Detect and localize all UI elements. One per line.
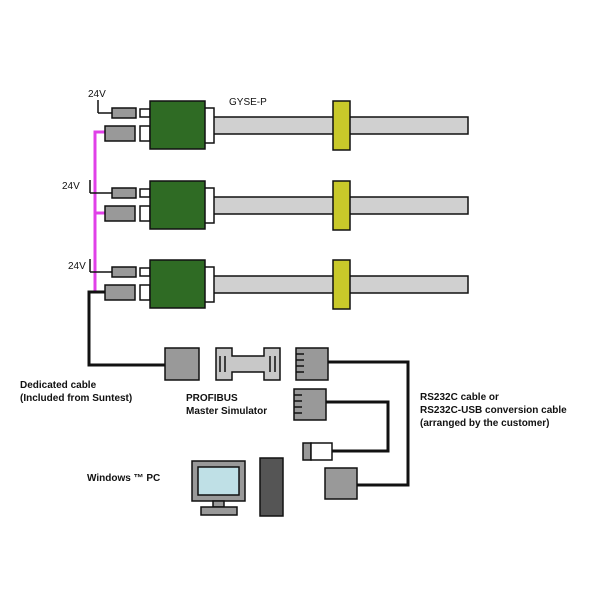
usb-cable-wire <box>326 400 390 453</box>
power-connector <box>111 266 137 278</box>
voltage-label-2: 24V <box>62 181 80 192</box>
dedicated-cable-sublabel: (Included from Suntest) <box>20 393 132 404</box>
rs232-label-line3: (arranged by the customer) <box>420 418 549 429</box>
comm-connector <box>104 284 136 301</box>
pc-label: Windows ™ PC <box>87 473 160 484</box>
device-model-label: GYSE-P <box>229 97 267 108</box>
rs232-cable-wire <box>328 360 410 487</box>
serial-connector-bottom <box>293 388 327 421</box>
power-connector <box>111 187 137 199</box>
dedicated-cable-label: Dedicated cable <box>20 380 97 391</box>
serial-connector-top <box>295 347 329 381</box>
power-connector <box>111 107 137 119</box>
plug-small <box>139 267 151 277</box>
voltage-label-3: 24V <box>68 261 86 272</box>
plug-large <box>139 125 151 142</box>
profibus-sublabel: Master Simulator <box>186 406 267 417</box>
plug-large <box>139 284 151 301</box>
motor-body <box>149 180 206 230</box>
plug-small <box>139 188 151 198</box>
profibus-adapter-block <box>164 347 200 381</box>
profibus-master-simulator <box>215 347 281 381</box>
collar <box>332 259 351 310</box>
pc-tower <box>259 457 284 517</box>
actuator-2 <box>90 180 469 231</box>
plug-small <box>139 108 151 118</box>
actuator-1 <box>98 100 469 151</box>
usb-connector <box>302 442 333 461</box>
pc-monitor <box>191 460 246 516</box>
motor-body <box>149 100 206 150</box>
power-supply-markers <box>89 100 99 272</box>
rs232-label-line2: RS232C-USB conversion cable <box>420 405 567 416</box>
collar <box>332 180 351 231</box>
motor-body <box>149 259 206 309</box>
profibus-label: PROFIBUS <box>186 393 238 404</box>
collar <box>332 100 351 151</box>
rs232-label-line1: RS232C cable or <box>420 392 499 403</box>
daisy-chain-link <box>93 130 105 294</box>
comm-connector <box>104 205 136 222</box>
pc-serial-plug <box>324 467 358 500</box>
voltage-label-1: 24V <box>88 89 106 100</box>
dedicated-cable-wire <box>87 290 165 367</box>
plug-large <box>139 205 151 222</box>
actuator-3 <box>90 259 469 310</box>
comm-connector <box>104 125 136 142</box>
